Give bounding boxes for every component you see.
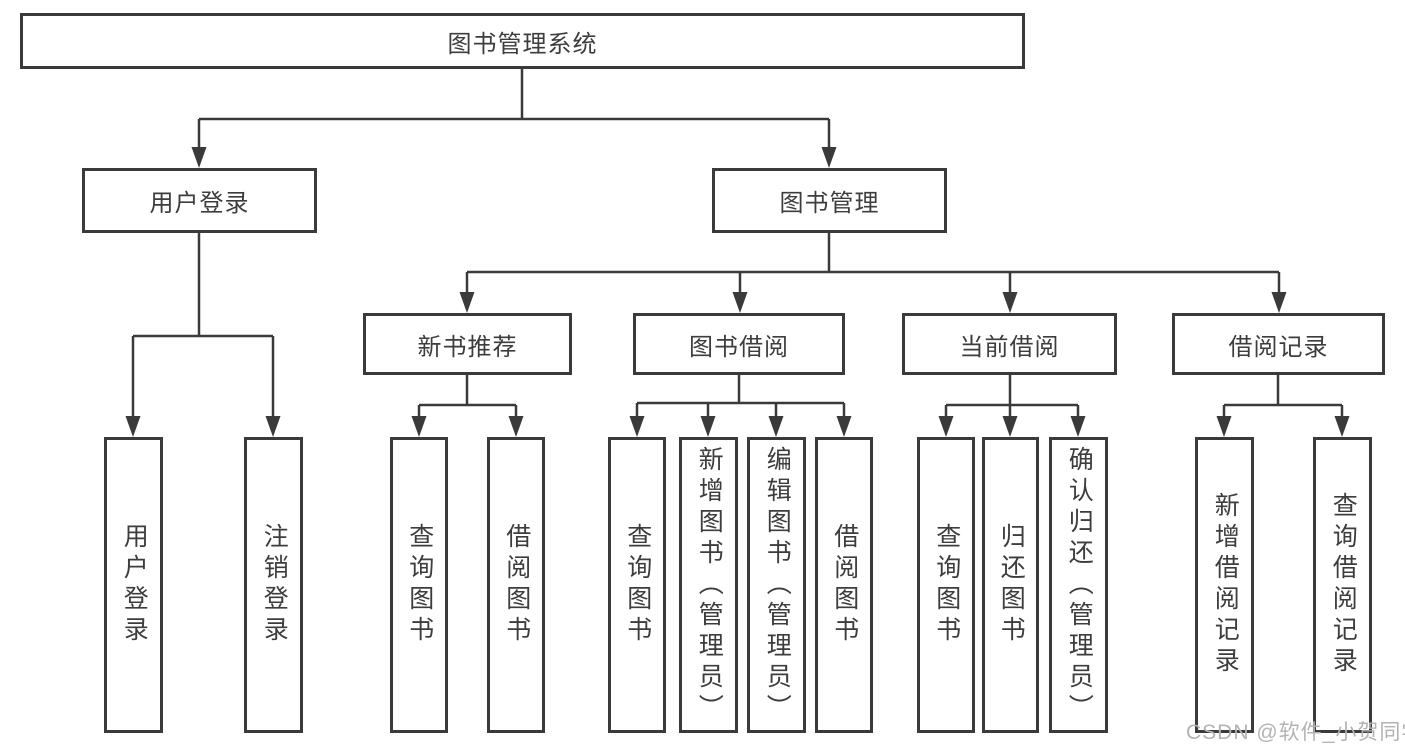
node-book-management-label: 图书管理: [779, 190, 880, 217]
node-user-login: 用户登录: [82, 168, 317, 233]
leaf-borrow-query-books-label: 查询图书: [623, 523, 652, 647]
leaf-current-query-books: 查询图书: [917, 437, 975, 733]
leaf-recommend-query-books-label: 查询图书: [405, 523, 434, 647]
leaf-return-books: 归还图书: [982, 437, 1039, 733]
leaf-recommend-borrow-books: 借阅图书: [487, 437, 545, 733]
node-book-borrow-label: 图书借阅: [689, 333, 789, 361]
arrowhead-icons: [125, 147, 1350, 437]
node-current-borrow: 当前借阅: [902, 313, 1117, 375]
leaf-recommend-borrow-books-label: 借阅图书: [502, 523, 531, 647]
leaf-query-borrow-record: 查询借阅记录: [1313, 437, 1372, 733]
node-root-label: 图书管理系统: [447, 30, 598, 58]
leaf-return-books-label: 归还图书: [997, 523, 1026, 647]
node-book-borrow: 图书借阅: [633, 313, 845, 375]
node-user-login-label: 用户登录: [149, 190, 250, 217]
leaf-user-login: 用户登录: [104, 437, 163, 733]
leaf-confirm-return-admin: 确认归还（管理员）: [1049, 437, 1108, 733]
node-new-book-recommend: 新书推荐: [363, 313, 572, 375]
leaf-edit-books-admin: 编辑图书（管理员）: [747, 437, 806, 733]
leaf-add-borrow-record-label: 新增借阅记录: [1211, 492, 1240, 678]
node-new-book-recommend-label: 新书推荐: [417, 333, 518, 361]
leaf-current-query-books-label: 查询图书: [932, 523, 961, 647]
leaf-add-books-admin-label: 新增图书（管理员）: [695, 445, 724, 725]
leaf-edit-books-admin-label: 编辑图书（管理员）: [763, 445, 792, 725]
leaf-add-borrow-record: 新增借阅记录: [1195, 437, 1254, 733]
node-current-borrow-label: 当前借阅: [959, 333, 1060, 361]
leaf-logout-label: 注销登录: [260, 523, 289, 647]
leaf-logout: 注销登录: [244, 437, 303, 733]
leaf-borrow-books-label: 借阅图书: [830, 523, 859, 647]
node-root: 图书管理系统: [20, 13, 1025, 69]
node-borrow-records-label: 借阅记录: [1228, 333, 1329, 361]
leaf-query-borrow-record-label: 查询借阅记录: [1329, 492, 1358, 678]
leaf-borrow-books: 借阅图书: [815, 437, 873, 733]
csdn-watermark: CSDN @软件_小贺同学: [1186, 721, 1405, 744]
node-borrow-records: 借阅记录: [1172, 313, 1385, 375]
leaf-add-books-admin: 新增图书（管理员）: [679, 437, 738, 733]
leaf-confirm-return-admin-label: 确认归还（管理员）: [1065, 445, 1094, 725]
leaf-borrow-query-books: 查询图书: [608, 437, 666, 733]
node-book-management: 图书管理: [712, 168, 947, 233]
leaf-user-login-label: 用户登录: [120, 523, 149, 647]
leaf-recommend-query-books: 查询图书: [390, 437, 448, 733]
